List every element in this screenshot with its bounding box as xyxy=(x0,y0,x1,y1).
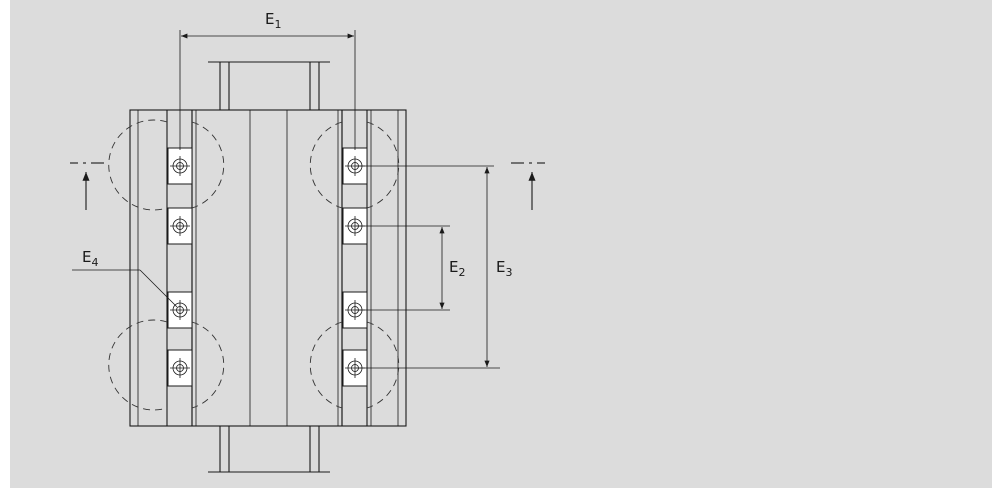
right-bolts xyxy=(342,147,368,387)
bolt-left-2 xyxy=(167,207,193,245)
label-e1: E1 xyxy=(265,10,281,31)
dimension-e2: E2 xyxy=(356,225,465,311)
bottom-shaft xyxy=(208,426,330,473)
hidden-roller-outlines xyxy=(108,119,400,411)
bolt-left-4 xyxy=(167,349,193,387)
top-shaft xyxy=(208,61,330,110)
left-bolts xyxy=(167,147,193,387)
label-e3: E3 xyxy=(496,258,512,279)
dimension-e4: E4 xyxy=(72,248,178,308)
bolt-left-3 xyxy=(167,291,193,329)
bolt-left-1 xyxy=(167,147,193,185)
dimension-e3: E3 xyxy=(356,165,512,369)
section-arrow-right xyxy=(511,162,545,210)
section-arrow-left xyxy=(70,162,104,210)
label-e4: E4 xyxy=(82,248,98,269)
dimension-e1: E1 xyxy=(179,10,356,150)
label-e2: E2 xyxy=(449,258,465,279)
